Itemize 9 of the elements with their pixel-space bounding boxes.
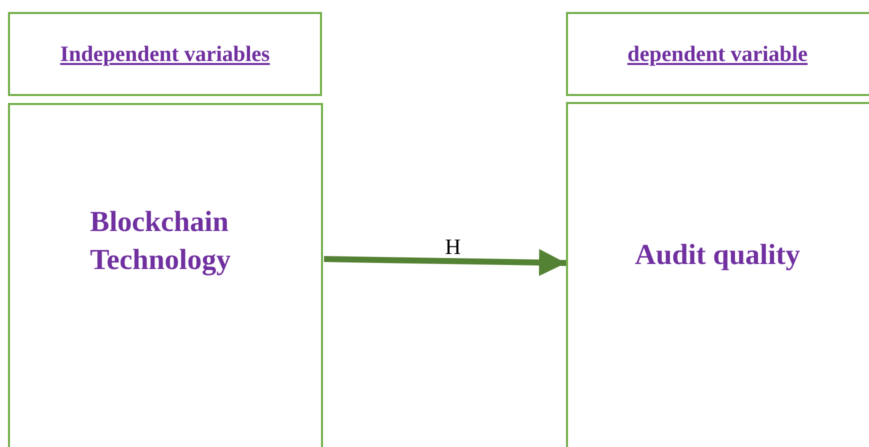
column-heading: dependent variable [627,41,808,67]
variable-box [566,102,869,447]
column-heading: Independent variables [60,41,270,67]
variable-name: Audit quality [634,238,800,274]
header-box [8,12,322,96]
arrow [324,249,566,276]
variable-name: Blockchain Technology [90,204,232,278]
variable-box [8,103,323,447]
header-box [566,12,869,96]
